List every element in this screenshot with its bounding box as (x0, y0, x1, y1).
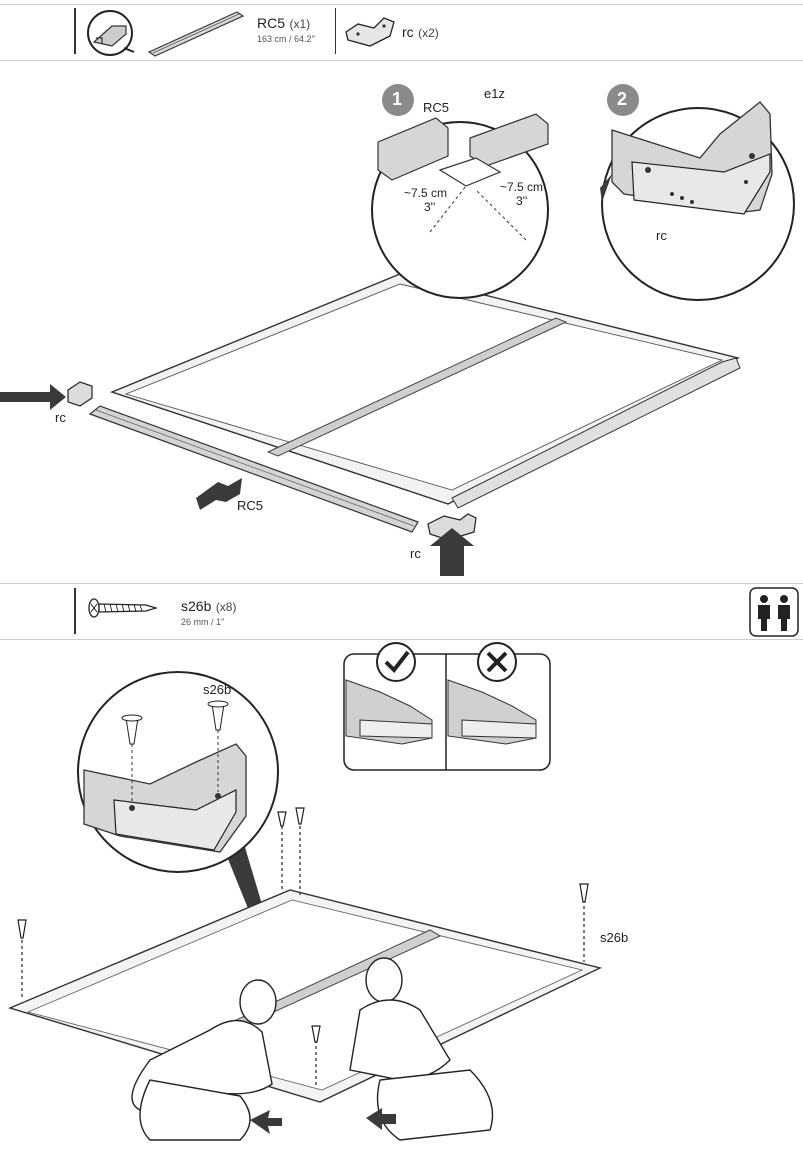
header1-mid-bar (335, 8, 336, 54)
rc-qty: (x2) (418, 26, 439, 40)
callout1-number: 1 (392, 89, 403, 109)
correct-detail (345, 679, 433, 745)
rc-corner-icon (345, 17, 395, 47)
screw-icon (88, 598, 159, 618)
arrow-push-left (250, 1110, 282, 1134)
rc-bottom-piece (427, 513, 477, 541)
callout2-badge (607, 84, 639, 116)
rc-left-piece (67, 381, 93, 407)
s26b-qty: (x8) (215, 600, 237, 614)
screws (17, 807, 589, 1088)
callout1-dim-left-in: 3'' (424, 200, 436, 214)
label-rc-left: rc (55, 410, 66, 425)
rc5-dims: 163 cm / 64.2'' (257, 34, 315, 44)
callout2-number: 2 (617, 89, 628, 109)
arrow-up (430, 528, 474, 576)
callout2-label-rc: rc (656, 228, 667, 243)
s26b-dims: 26 mm / 1'' (181, 617, 225, 627)
step2-illustration (7, 642, 603, 1141)
rc-code: rc (402, 24, 414, 40)
arrow-left (0, 384, 66, 410)
s26b-code: s26b (181, 598, 212, 614)
label-rc-bottom: rc (410, 546, 421, 561)
wrong-detail (447, 679, 537, 745)
header2-top-line (0, 583, 803, 584)
step2-callout-detail (83, 700, 247, 853)
callout2-leader (600, 174, 612, 202)
rc5-qty: (x1) (289, 17, 311, 31)
person-right (349, 957, 494, 1141)
person-left (131, 979, 277, 1141)
header2-left-bar (74, 588, 76, 634)
header1-top-line (0, 4, 803, 5)
callout1-label-rc5: RC5 (423, 100, 450, 115)
callout1-dim-left: ~7.5 cm (404, 186, 448, 200)
callout1-dim-right-in: 3'' (516, 194, 528, 208)
label-s26b-right: s26b (600, 930, 629, 945)
label-rc5: RC5 (237, 498, 264, 513)
arrow-rc5 (196, 478, 242, 510)
callout1-detail (377, 113, 549, 241)
callout2-detail (611, 101, 773, 215)
header1-left-bar (74, 8, 76, 54)
step1-illustration (0, 84, 795, 576)
check-icon (376, 642, 416, 682)
callout1-badge (382, 84, 414, 116)
header1-bottom-line (0, 60, 803, 61)
callout1-label-e1z: e1z (484, 86, 505, 101)
two-people-icon (749, 587, 799, 637)
callout1-dim-right: ~7.5 cm (500, 180, 544, 194)
rc5-code: RC5 (257, 15, 286, 31)
rc5-profile-icon (87, 10, 135, 56)
label-s26b-top: s26b (203, 682, 232, 697)
header2-bottom-line (0, 639, 803, 640)
rc5-rail-icon (147, 11, 245, 57)
arrow-push-right (366, 1108, 396, 1130)
